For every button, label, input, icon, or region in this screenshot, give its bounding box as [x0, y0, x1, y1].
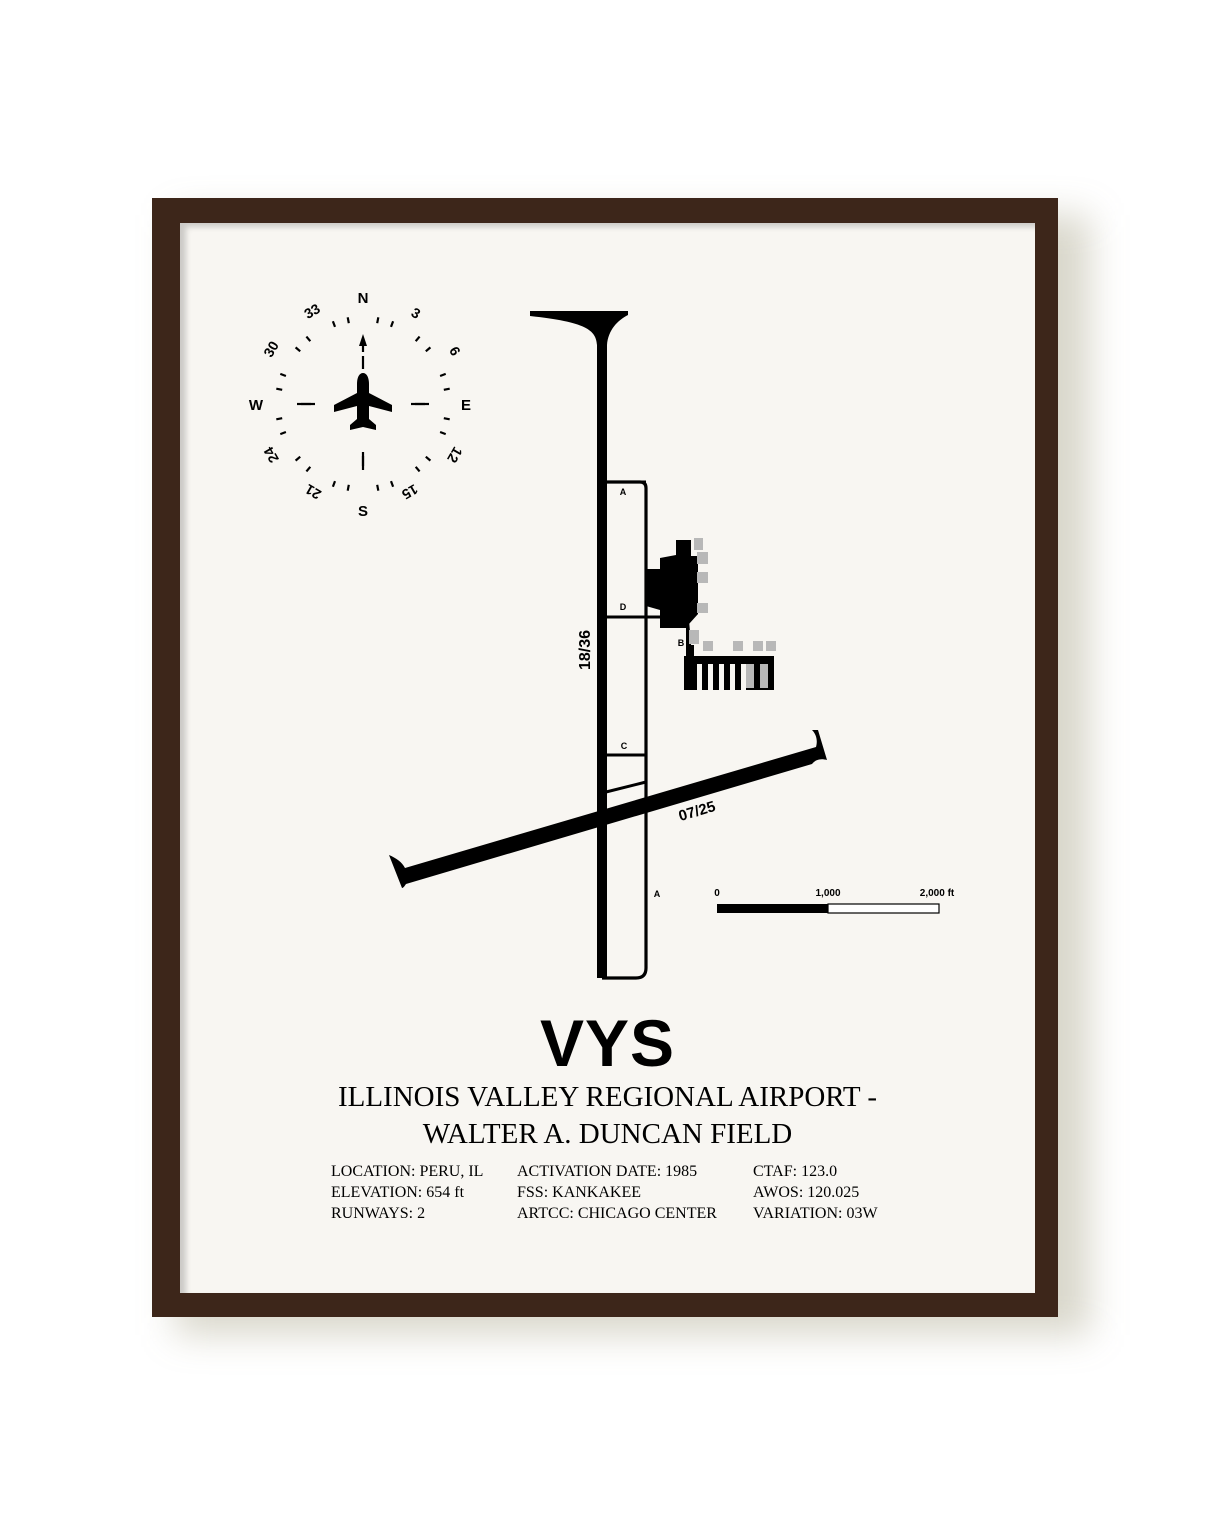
compass-3: 3 — [409, 304, 424, 322]
compass-s: S — [358, 503, 368, 520]
compass-tick — [276, 417, 283, 421]
compass-tick — [389, 480, 395, 488]
compass-tick — [389, 320, 395, 328]
compass-tick — [439, 372, 447, 378]
compass-tick — [439, 430, 447, 436]
hangar-stripes — [697, 664, 746, 690]
compass-tick — [346, 484, 350, 491]
compass-tick — [443, 417, 450, 421]
details-column-3: CTAF: 123.0 AWOS: 120.025 VARIATION: 03W — [753, 1161, 878, 1224]
detail-awos: AWOS: 120.025 — [753, 1184, 860, 1201]
compass-tick — [331, 480, 337, 488]
airport-code: VYS — [539, 1006, 676, 1080]
taxiway-label-c: C — [621, 741, 628, 751]
scale-end: 2,000 ft — [920, 888, 955, 899]
scale-bar: 0 1,000 2,000 ft — [714, 888, 955, 914]
detail-elevation: ELEVATION: 654 ft — [331, 1184, 465, 1201]
taxiway-label-d: D — [620, 602, 627, 612]
airfield: 18/36 07/25 A D B C A — [389, 311, 827, 980]
compass-tick — [305, 335, 312, 342]
compass-tick — [346, 317, 350, 324]
apron-gray-blocks — [689, 538, 776, 688]
compass-tick — [279, 430, 287, 436]
compass-6: 6 — [446, 344, 464, 359]
airport-name-line2: WALTER A. DUNCAN FIELD — [422, 1118, 793, 1150]
details-column-2: ACTIVATION DATE: 1985 FSS: KANKAKEE ARTC… — [517, 1161, 717, 1224]
detail-variation: VARIATION: 03W — [753, 1205, 878, 1222]
compass-24: 24 — [260, 444, 282, 466]
detail-activation: ACTIVATION DATE: 1985 — [517, 1163, 698, 1180]
taxiway-label-a-north: A — [620, 487, 627, 497]
taxiway-label-a-south: A — [654, 889, 661, 899]
compass-e: E — [461, 397, 471, 414]
taxiway-label-b: B — [678, 638, 685, 648]
compass-tick — [331, 320, 337, 328]
compass-tick — [414, 466, 421, 473]
runway-07-25 — [389, 730, 827, 888]
detail-runways: RUNWAYS: 2 — [331, 1205, 426, 1222]
poster-paper — [180, 223, 1035, 1293]
compass-w: W — [249, 397, 264, 414]
compass-tick — [376, 484, 380, 491]
detail-fss: FSS: KANKAKEE — [517, 1184, 642, 1201]
north-arrow-icon — [359, 334, 367, 346]
details-column-1: LOCATION: PERU, IL ELEVATION: 654 ft RUN… — [331, 1161, 483, 1224]
compass-tick — [425, 455, 432, 462]
compass-rose: N E S W 3 6 12 15 21 24 30 33 — [249, 290, 471, 520]
airplane-icon — [334, 373, 392, 430]
airport-name-line1: ILLINOIS VALLEY REGIONAL AIRPORT - — [337, 1081, 878, 1113]
terminal-apron — [646, 540, 698, 660]
compass-21: 21 — [302, 481, 324, 503]
scale-zero: 0 — [714, 888, 720, 899]
compass-tick — [376, 317, 380, 324]
connector-c2 — [601, 780, 647, 795]
compass-30: 30 — [260, 338, 282, 360]
compass-33: 33 — [301, 300, 323, 322]
detail-artcc: ARTCC: CHICAGO CENTER — [517, 1205, 717, 1222]
scale-mid: 1,000 — [815, 888, 840, 899]
compass-n: N — [358, 290, 369, 307]
detail-location: LOCATION: PERU, IL — [331, 1163, 484, 1180]
compass-tick — [294, 346, 301, 353]
compass-tick — [276, 387, 283, 391]
runway-label-18-36: 18/36 — [577, 630, 594, 670]
compass-tick — [414, 335, 421, 342]
compass-tick — [305, 466, 312, 473]
compass-tick — [294, 455, 301, 462]
compass-tick — [425, 346, 432, 353]
compass-tick — [443, 387, 450, 391]
compass-12: 12 — [444, 444, 466, 466]
compass-tick — [279, 372, 287, 378]
detail-ctaf: CTAF: 123.0 — [753, 1163, 838, 1180]
compass-15: 15 — [399, 481, 421, 503]
